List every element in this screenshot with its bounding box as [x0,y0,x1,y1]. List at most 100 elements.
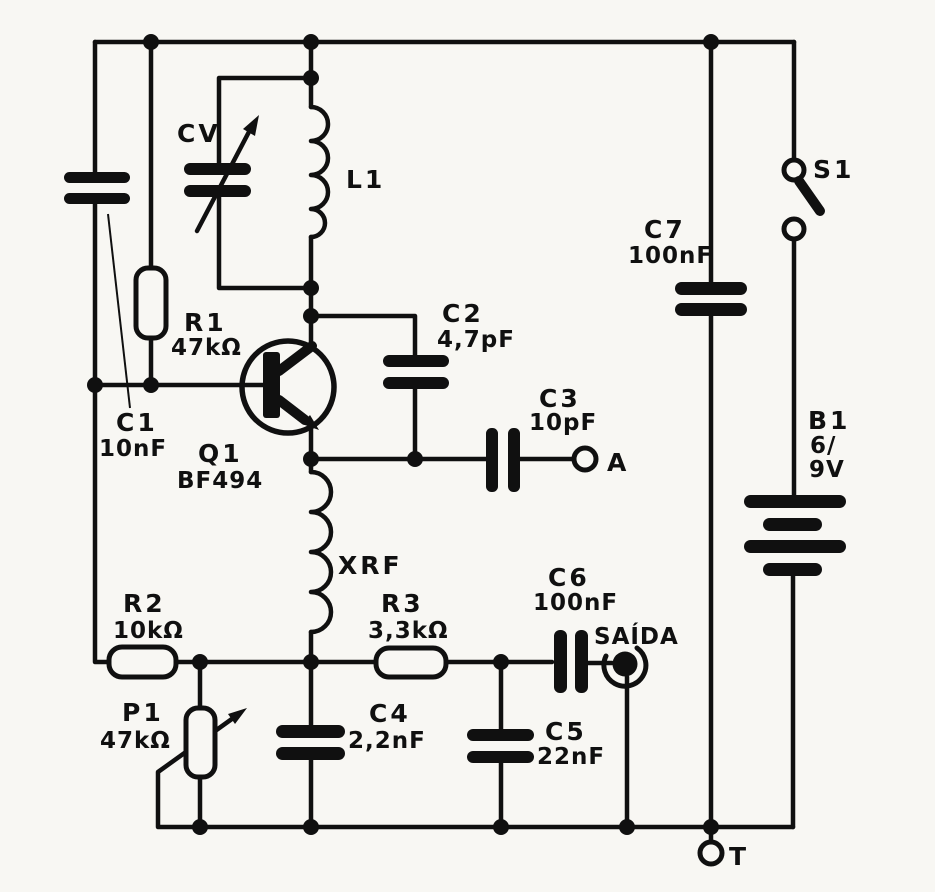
capacitor-plate [554,630,567,693]
label-s1-ref: S1 [813,155,854,184]
label-r3-value: 3,3kΩ [368,618,449,644]
terminal-a: A [571,445,629,477]
capacitor-plate [276,747,345,760]
terminal-circle [571,445,599,473]
label-p1-value: 47kΩ [100,728,171,754]
label-b1-value-line1: 6/ [810,433,836,459]
label-leader-line [107,213,131,409]
junction-dot [192,654,208,670]
capacitor-plate [276,725,345,738]
inductor-coil [308,469,334,635]
label-r2-value: 10kΩ [113,618,184,644]
junction-dot [703,34,719,50]
junction-dot [493,819,509,835]
resistor-r3: R3 3,3kΩ [368,589,449,680]
wire-c2-stems [308,313,418,462]
battery-b1: B1 6/ 9V [744,406,850,576]
wiper-arrow-head [228,708,247,724]
label-c4-value: 2,2nF [348,728,426,754]
resistor-body [133,265,169,341]
label-q1-ref: Q1 [198,439,243,468]
junction-dot [143,377,159,393]
resistor-body [106,644,179,680]
emitter-arrow-head [302,415,319,430]
label-q1-value: BF494 [177,468,263,494]
switch-contact [781,157,807,183]
resistor-r1: R1 47kΩ [133,265,242,361]
label-r1-ref: R1 [184,308,227,337]
capacitor-plate [184,163,251,175]
label-c6-value: 100nF [533,590,618,616]
jack-center-pin [612,651,638,677]
label-c3-value: 10pF [529,410,597,436]
variable-capacitor-cv: CV [177,115,259,234]
variable-arrow-shaft [194,125,254,234]
switch-contact [781,216,807,242]
capacitor-plate [575,630,588,693]
transistor-collector [274,341,317,376]
transistor-emitter [274,395,310,425]
junction-dot [303,819,319,835]
capacitor-c3: C3 10pF [486,384,597,492]
label-c3-ref: C3 [539,384,581,413]
label-c2-value: 4,7pF [437,327,515,353]
switch-s1: S1 [781,155,854,242]
junction-dot [619,819,635,835]
label-r1-value: 47kΩ [171,335,242,361]
capacitor-c6: C6 100nF [533,563,618,693]
capacitor-plate [675,282,747,295]
battery-plate-long [744,540,846,553]
wire-tank-branch [216,39,314,350]
jack-outer-ring [601,645,649,689]
capacitor-plate [675,303,747,316]
capacitor-plate [467,729,534,741]
transistor-circle [239,338,337,436]
label-b1-ref: B1 [808,406,850,435]
label-c4-ref: C4 [369,699,411,728]
label-c6-ref: C6 [548,563,590,592]
battery-plate-short [763,518,822,531]
label-terminal-t: T [729,842,749,871]
capacitor-c7: C7 100nF [628,215,747,316]
terminal-t: T [697,839,749,871]
label-c5-value: 22nF [537,744,605,770]
inductor-coil [308,104,331,240]
resistor-body [373,645,449,680]
switch-lever [794,176,825,216]
variable-arrow-head [243,115,259,136]
label-c5-ref: C5 [545,717,587,746]
capacitor-plate [467,751,534,763]
transistor-q1: Q1 BF494 [177,338,337,494]
capacitor-plate [383,377,449,389]
junction-dot [87,377,103,393]
terminal-circle [697,839,725,867]
potentiometer-p1: P1 47kΩ [100,698,247,780]
output-jack-saida: SAÍDA [594,622,678,689]
label-cv-ref: CV [177,119,221,148]
junction-dot [303,34,319,50]
label-b1-value-line2: 9V [809,457,845,483]
capacitor-c4: C4 2,2nF [276,699,426,760]
inductor-l1: L1 [308,104,385,240]
battery-plate-short [763,563,822,576]
inductor-xrf: XRF [308,469,400,635]
junction-dot [303,308,319,324]
junction-dot [493,654,509,670]
wire-left-rail [92,39,112,665]
label-c7-ref: C7 [644,215,686,244]
junction-dot [192,819,208,835]
label-l1-ref: L1 [346,165,385,194]
junction-dot [303,70,319,86]
potentiometer-body [183,705,218,780]
junction-dot [407,451,423,467]
capacitor-c1: C1 10nF [64,172,166,462]
junction-dot [303,451,319,467]
label-r3-ref: R3 [381,589,424,618]
junction-dot [303,280,319,296]
wire-battery-stems [790,237,797,830]
label-terminal-a: A [607,448,629,477]
capacitor-c5: C5 22nF [467,717,605,770]
battery-plate-long [744,495,846,508]
label-c1-ref: C1 [116,408,158,437]
